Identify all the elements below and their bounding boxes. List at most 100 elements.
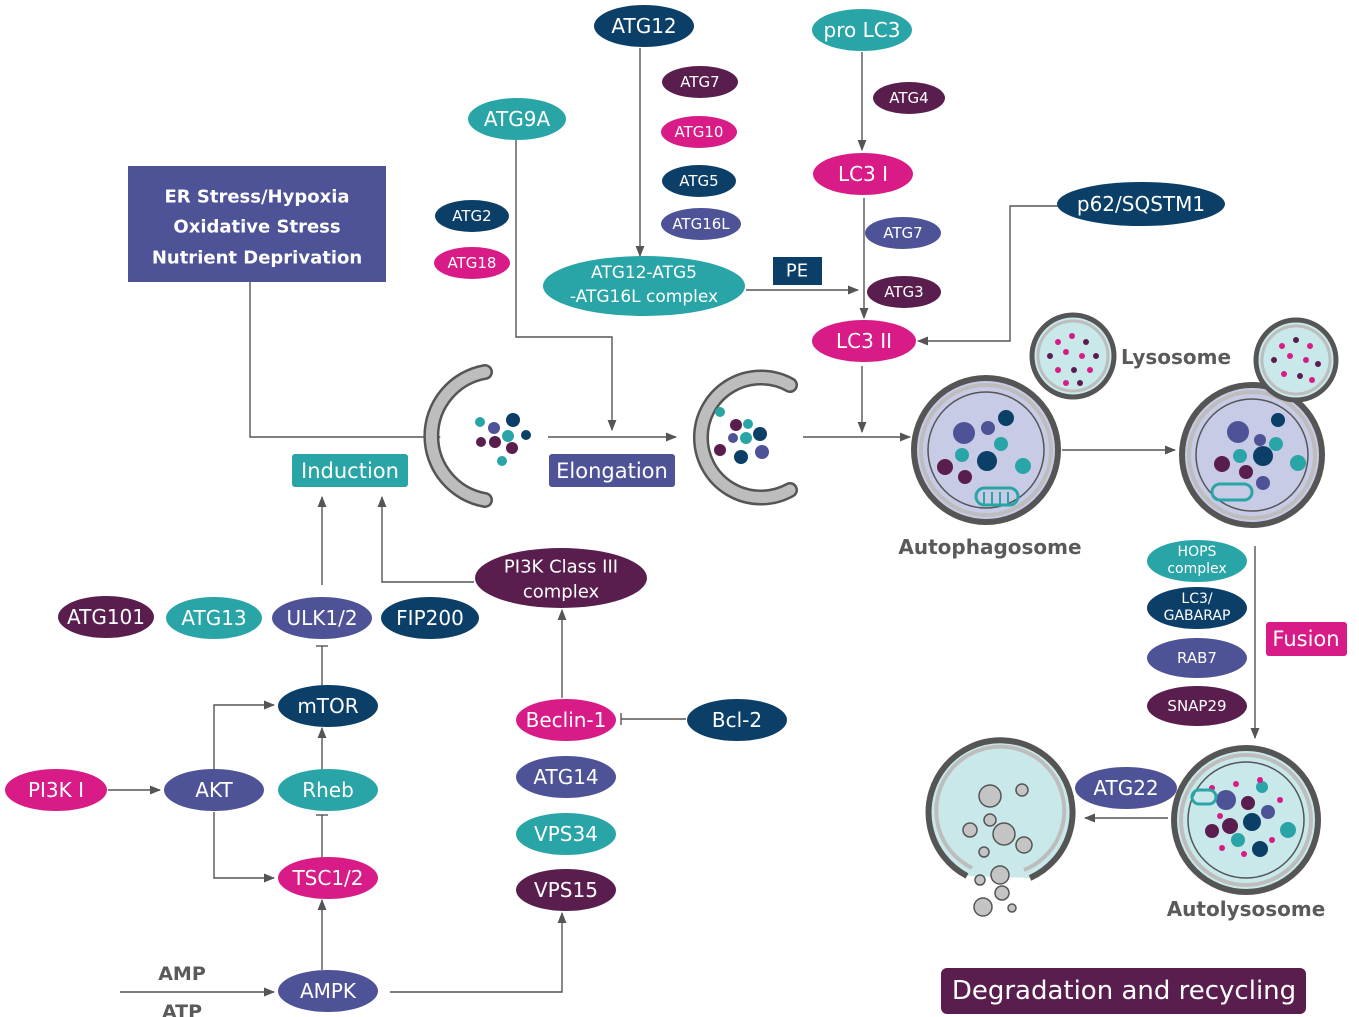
node-atg2: ATG2 bbox=[435, 200, 509, 232]
node-atg5: ATG5 bbox=[662, 165, 736, 197]
phagophore-illustration bbox=[423, 364, 531, 508]
svg-text:p62/SQSTM1: p62/SQSTM1 bbox=[1077, 192, 1205, 216]
svg-text:PE: PE bbox=[786, 261, 808, 282]
svg-text:HOPS: HOPS bbox=[1178, 544, 1217, 560]
stage-label-elongation: Elongation bbox=[549, 454, 675, 487]
node-atg16l: ATG16L bbox=[661, 208, 741, 240]
autophagosome-label: Autophagosome bbox=[898, 535, 1081, 559]
svg-text:-ATG16L complex: -ATG16L complex bbox=[570, 287, 718, 307]
stress-line-2: Oxidative Stress bbox=[173, 217, 340, 238]
svg-text:ATG22: ATG22 bbox=[1093, 776, 1158, 800]
node-vps34: VPS34 bbox=[516, 813, 616, 855]
node-lc3-gabarap: LC3/ GABARAP bbox=[1147, 587, 1247, 629]
amp-label: AMP bbox=[158, 963, 206, 985]
node-hops-complex: HOPS complex bbox=[1147, 540, 1247, 582]
stage-label-fusion: Fusion bbox=[1266, 622, 1347, 656]
node-atg18: ATG18 bbox=[434, 247, 510, 279]
node-pi3k-i: PI3K I bbox=[5, 769, 107, 811]
node-p62-sqstm1: p62/SQSTM1 bbox=[1057, 182, 1225, 226]
node-atg101: ATG101 bbox=[58, 596, 154, 638]
elongating-phagophore-illustration bbox=[693, 369, 798, 506]
svg-text:ATG12-ATG5: ATG12-ATG5 bbox=[591, 263, 697, 283]
svg-text:VPS34: VPS34 bbox=[534, 822, 598, 846]
node-beclin-1: Beclin-1 bbox=[516, 699, 616, 741]
svg-text:PI3K Class III: PI3K Class III bbox=[504, 557, 618, 578]
svg-text:SNAP29: SNAP29 bbox=[1167, 697, 1226, 715]
stress-line-1: ER Stress/Hypoxia bbox=[164, 187, 349, 208]
svg-text:ATG3: ATG3 bbox=[884, 283, 923, 301]
lysosome-label: Lysosome bbox=[1121, 345, 1231, 369]
svg-text:ATG13: ATG13 bbox=[181, 606, 246, 630]
stage-label-induction: Induction bbox=[292, 454, 408, 487]
node-atg7-lc3: ATG7 bbox=[865, 217, 941, 249]
svg-text:FIP200: FIP200 bbox=[396, 606, 464, 630]
autophagosome-illustration bbox=[911, 375, 1061, 525]
svg-text:Beclin-1: Beclin-1 bbox=[526, 708, 607, 732]
svg-text:ATG14: ATG14 bbox=[533, 765, 598, 789]
svg-text:ATG9A: ATG9A bbox=[484, 107, 551, 131]
svg-text:ATG10: ATG10 bbox=[675, 123, 724, 141]
node-atg14: ATG14 bbox=[516, 756, 616, 798]
svg-text:Induction: Induction bbox=[301, 459, 399, 483]
stage-label-degradation: Degradation and recycling bbox=[941, 968, 1306, 1014]
node-rheb: Rheb bbox=[278, 769, 378, 811]
stress-line-3: Nutrient Deprivation bbox=[152, 248, 362, 269]
node-rab7: RAB7 bbox=[1147, 638, 1247, 678]
node-akt: AKT bbox=[164, 769, 264, 811]
node-pe: PE bbox=[773, 257, 822, 285]
svg-text:ATG2: ATG2 bbox=[452, 207, 491, 225]
node-snap29: SNAP29 bbox=[1147, 686, 1247, 726]
svg-text:GABARAP: GABARAP bbox=[1164, 608, 1231, 624]
svg-text:ATG7: ATG7 bbox=[680, 73, 719, 91]
node-vps15: VPS15 bbox=[516, 869, 616, 911]
node-lc3-ii: LC3 II bbox=[812, 320, 916, 362]
node-atg7-top: ATG7 bbox=[662, 66, 738, 98]
svg-text:Fusion: Fusion bbox=[1272, 627, 1339, 651]
svg-text:LC3 II: LC3 II bbox=[836, 329, 892, 353]
node-atg9a: ATG9A bbox=[468, 98, 566, 140]
svg-text:TSC1/2: TSC1/2 bbox=[291, 866, 363, 890]
svg-text:mTOR: mTOR bbox=[297, 694, 358, 718]
svg-text:AMPK: AMPK bbox=[300, 979, 357, 1003]
svg-text:ATG16L: ATG16L bbox=[672, 215, 730, 233]
autolysosome-label: Autolysosome bbox=[1167, 897, 1326, 921]
connector-lines bbox=[108, 48, 1260, 997]
node-pro-lc3: pro LC3 bbox=[812, 9, 912, 51]
svg-text:LC3 I: LC3 I bbox=[838, 162, 888, 186]
node-lc3-i: LC3 I bbox=[813, 153, 913, 195]
svg-text:ATG7: ATG7 bbox=[883, 224, 922, 242]
lysosome-illustration bbox=[1029, 312, 1117, 400]
svg-text:ATG18: ATG18 bbox=[448, 254, 497, 272]
svg-text:complex: complex bbox=[1167, 561, 1226, 577]
svg-text:Elongation: Elongation bbox=[556, 459, 668, 483]
svg-text:AKT: AKT bbox=[195, 778, 233, 802]
svg-text:LC3/: LC3/ bbox=[1181, 591, 1212, 607]
svg-text:RAB7: RAB7 bbox=[1177, 649, 1217, 667]
node-tsc1-2: TSC1/2 bbox=[278, 857, 378, 899]
node-fip200: FIP200 bbox=[381, 597, 479, 639]
node-atg12: ATG12 bbox=[594, 5, 694, 47]
degrading-vesicle-illustration bbox=[925, 737, 1076, 917]
svg-text:Degradation and recycling: Degradation and recycling bbox=[952, 976, 1296, 1006]
svg-text:ATG12: ATG12 bbox=[611, 14, 676, 38]
node-atg3: ATG3 bbox=[867, 276, 941, 308]
svg-text:Bcl-2: Bcl-2 bbox=[712, 708, 762, 732]
svg-text:ATG101: ATG101 bbox=[67, 605, 145, 629]
node-bcl-2: Bcl-2 bbox=[687, 699, 787, 741]
svg-text:Rheb: Rheb bbox=[302, 778, 354, 802]
atp-label: ATP bbox=[162, 1001, 202, 1017]
svg-text:ATG5: ATG5 bbox=[679, 172, 718, 190]
svg-text:complex: complex bbox=[523, 582, 600, 603]
autolysosome-illustration bbox=[1171, 745, 1321, 895]
node-atg22: ATG22 bbox=[1075, 767, 1177, 809]
svg-text:ULK1/2: ULK1/2 bbox=[286, 606, 357, 630]
stress-box: ER Stress/Hypoxia Oxidative Stress Nutri… bbox=[128, 166, 386, 282]
fusing-autophagosome-illustration bbox=[1179, 317, 1339, 528]
node-mtor: mTOR bbox=[278, 685, 378, 727]
node-atg12-atg5-atg16l-complex: ATG12-ATG5 -ATG16L complex bbox=[543, 256, 745, 316]
node-atg13: ATG13 bbox=[166, 597, 262, 639]
node-pi3k-class-iii-complex: PI3K Class III complex bbox=[475, 548, 647, 608]
svg-text:pro LC3: pro LC3 bbox=[824, 18, 901, 42]
node-ampk: AMPK bbox=[278, 970, 378, 1012]
